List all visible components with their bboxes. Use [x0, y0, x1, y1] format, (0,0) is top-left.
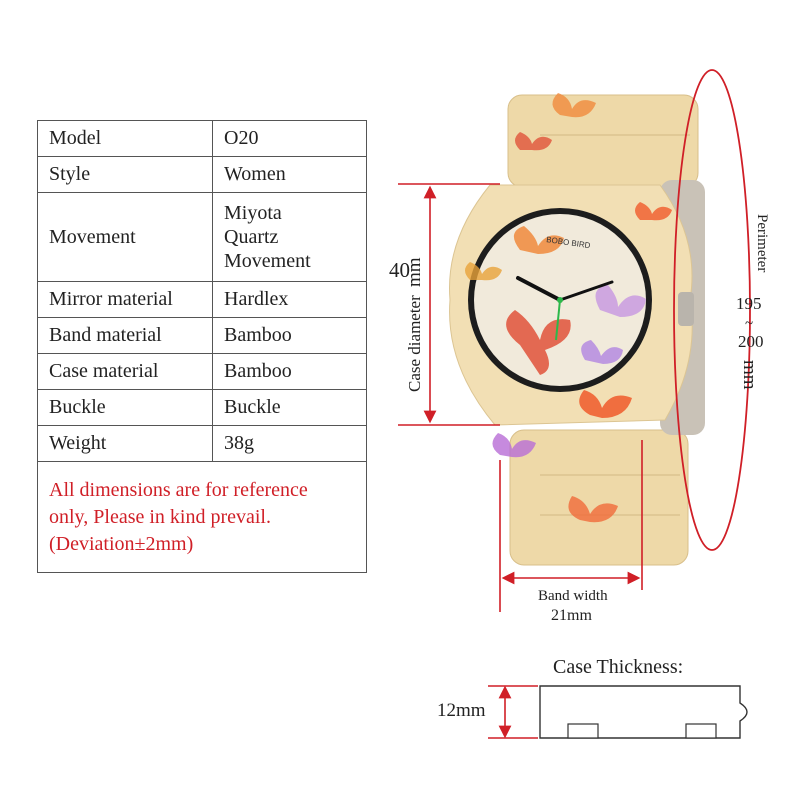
band-width-indicator: [499, 440, 643, 612]
minute-hand: [558, 280, 614, 302]
table-row: Band material Bamboo: [37, 317, 367, 354]
table-row: Buckle Buckle: [37, 389, 367, 426]
table-row: Model O20: [37, 120, 367, 157]
table-row: Style Women: [37, 156, 367, 193]
band-width-value: 21mm: [551, 607, 592, 624]
spec-value-line: Movement: [224, 250, 311, 272]
spec-table: Model O20 Style Women Movement Miyota Qu…: [37, 120, 367, 573]
spec-label: Band material: [37, 317, 213, 354]
table-row: Mirror material Hardlex: [37, 281, 367, 318]
perimeter-unit: mm: [739, 360, 760, 390]
spec-value: Women: [212, 156, 367, 193]
spec-label: Mirror material: [37, 281, 213, 318]
spec-label: Model: [37, 120, 213, 157]
hour-hand: [516, 276, 562, 302]
perimeter-label: Perimeter: [754, 214, 770, 273]
case-profile-lug: [567, 723, 599, 739]
notice-line: All dimensions are for reference: [49, 478, 308, 501]
spec-label: Buckle: [37, 389, 213, 426]
spec-value-movement: Miyota Quartz Movement: [212, 192, 367, 282]
thickness-indicator: [488, 685, 538, 739]
spec-value-line: Miyota: [224, 202, 282, 224]
table-row: Movement Miyota Quartz Movement: [37, 192, 367, 282]
spec-value-line: Quartz: [224, 226, 279, 248]
perimeter-sep: ~: [745, 316, 754, 332]
perimeter-from: 195: [736, 294, 762, 313]
notice-line: only, Please in kind prevail.: [49, 505, 271, 528]
spec-value: O20: [212, 120, 367, 157]
watch-band: [507, 94, 705, 566]
crown: [678, 292, 694, 326]
butterfly-pattern: [465, 93, 672, 523]
case-profile-lug: [685, 723, 717, 739]
spec-value: Hardlex: [212, 281, 367, 318]
spec-value: Buckle: [212, 389, 367, 426]
case-diameter-value: 40: [389, 258, 410, 282]
spec-value: 38g: [212, 425, 367, 462]
case-thickness-label: Case Thickness:: [553, 656, 684, 678]
case-thickness-value: 12mm: [437, 700, 486, 721]
band-width-label: Band width: [538, 588, 608, 604]
perimeter-to: 200: [738, 332, 764, 351]
perimeter-indicator: [673, 69, 751, 551]
case-diameter-text: Case diameter: [405, 295, 424, 392]
table-row: Weight 38g: [37, 425, 367, 462]
notice-cell: All dimensions are for reference only, P…: [37, 461, 367, 573]
spec-value: Bamboo: [212, 317, 367, 354]
notice-line: (Deviation±2mm): [49, 532, 194, 555]
second-hand: [555, 299, 561, 341]
case-diameter-indicator: [398, 183, 500, 426]
hand-pivot: [557, 297, 563, 303]
table-row: All dimensions are for reference only, P…: [37, 461, 367, 573]
